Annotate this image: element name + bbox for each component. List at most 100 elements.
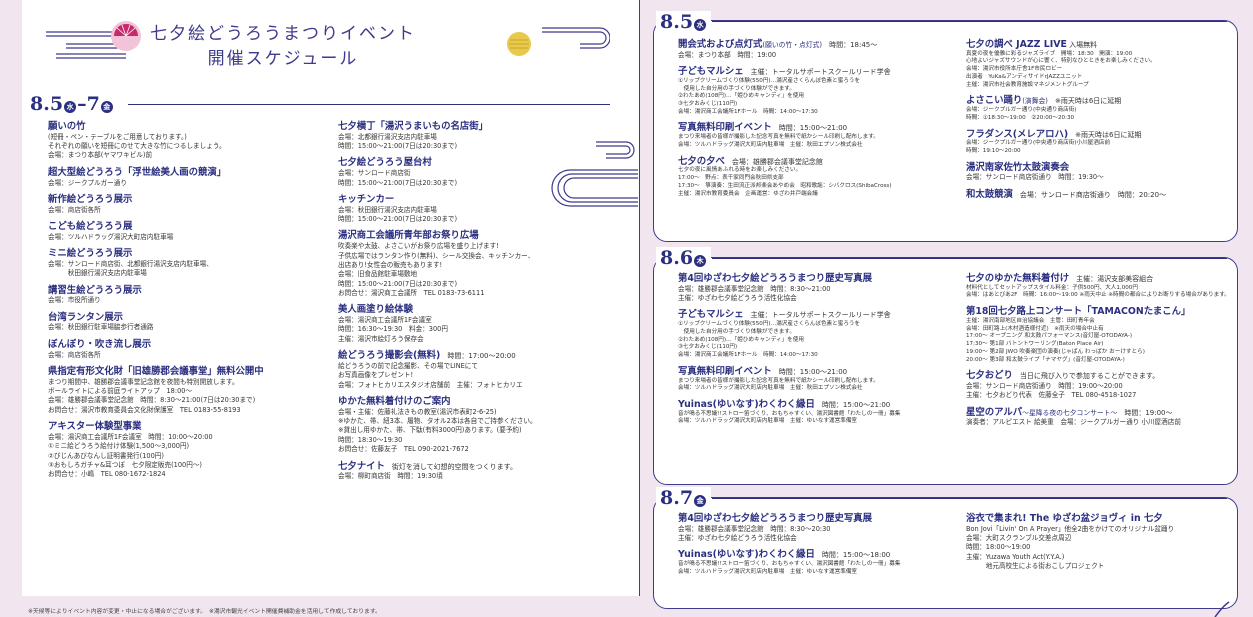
event-detail-line: 秋田銀行湯沢支店内駐車場 — [48, 269, 147, 278]
event-detail-line: 会場：ジークプルガー通り(中央通り商店街)小川屋酒店前 — [966, 140, 1111, 147]
event-detail-line: 会場：雄勝郡会議事堂記念館 時間：8:30〜21:00 — [678, 284, 831, 293]
event-title-text: 七夕おどり — [966, 370, 1013, 382]
event-detail-line: 使用した自分用の手づくり体験ができます。 — [678, 328, 795, 335]
event-title-text: 講習生絵どうろう展示 — [48, 284, 142, 296]
event-detail-line: 会場：旧食品館駐車場敷地 — [338, 270, 418, 279]
event-title-note: ※雨天時は6日に延期 — [1068, 130, 1142, 139]
event-detail-line: 17:00〜 野点：表千家同門会秋田県支部 — [678, 175, 784, 182]
divider — [712, 21, 1227, 22]
event-detail-line: 出演者 YuKa&アンディサイドrJAZZユニット — [966, 73, 1083, 80]
event-title: 七夕おどり 当日に飛び入りで参加することができます。 — [966, 370, 1231, 382]
event-title-text: ぼんぼり・吹き流し展示 — [48, 338, 152, 350]
event-title-text: 七夕の調べ JAZZ LIVE — [966, 39, 1067, 50]
event-item: 新作絵どうろう展示会場：商店街各所 — [48, 194, 328, 215]
event-title: 七夕絵どうろう屋台村 — [338, 157, 628, 169]
event-detail-line: 17:30〜 第1部 バトントワーリング(Baton Place Air) — [966, 341, 1104, 348]
event-detail-line: 主催：Yuzawa Youth Act(Y.Y.A.) — [966, 552, 1065, 561]
event-title-note: 入場無料 — [1066, 41, 1098, 49]
event-title: 七夕の調べ JAZZ LIVE 入場無料 — [966, 39, 1231, 51]
event-detail-line: それぞれの願いを短冊にのせて大きな竹につるしましょう。 — [48, 142, 226, 151]
event-title-text: 和太鼓競演 — [966, 188, 1013, 200]
event-item: 台湾ランタン展示会場：秋田銀行駐車場脇歩行者通路 — [48, 312, 328, 333]
event-item: 超大型絵どうろう「浮世絵美人画の競演」会場：ジークプルガー通り — [48, 167, 328, 188]
event-column: 第4回ゆざわ七夕絵どうろうまつり歴史写真展会場：雄勝郡会議事堂記念館 時間：8:… — [678, 513, 963, 583]
event-detail-line: 主催：湯沢市絵灯ろう保存会 — [338, 334, 424, 343]
event-detail-line: 主催：ゆざわ七夕絵どうろう活性化協会 — [678, 534, 797, 543]
weekday-badge: 金 — [100, 101, 113, 113]
event-title: 浴衣で集まれ! The ゆざわ盆ジョヴィ in 七夕 — [966, 513, 1231, 525]
event-column: 第4回ゆざわ七夕絵どうろうまつり歴史写真展会場：雄勝郡会議事堂記念館 時間：8:… — [678, 273, 963, 432]
event-title: 絵どうろう撮影会(無料) 時間：17:00〜20:00 — [338, 350, 628, 362]
event-title-text: 第4回ゆざわ七夕絵どうろうまつり歴史写真展 — [678, 273, 873, 284]
event-detail-line: 17:00〜 オープニング 和太鼓パフォーマンス(音灯屋-OTODAYA-) — [966, 333, 1133, 340]
event-detail-line: 会場：はあとびあ2F 時間：16:00〜19:00 ※雨天中止 ※時間の都合によ… — [966, 292, 1230, 299]
event-title: 美人画塗り絵体験 — [338, 304, 628, 316]
event-item: 湯沢商工会議所青年部お祭り広場吹奏楽や太鼓、よさこいがお祭り広場を盛り上げます!… — [338, 230, 628, 298]
event-detail-line: 会場：サンロード商店街 — [338, 169, 411, 178]
event-title: 第4回ゆざわ七夕絵どうろうまつり歴史写真展 — [678, 513, 963, 525]
event-title-note: 時間：17:00〜20:00 — [440, 352, 516, 361]
event-detail-line: 音が鳴る不思議!!ストロー笛づくり、おもちゃすくい、湯沢図書館「わたしの一冊」募… — [678, 561, 901, 568]
weekday-badge: 水 — [64, 101, 77, 113]
event-item: 第4回ゆざわ七夕絵どうろうまつり歴史写真展会場：雄勝郡会議事堂記念館 時間：8:… — [678, 513, 963, 543]
event-item: 開会式および点灯式(願いの竹・点灯式) 時間：18:45〜会場：まつり本部 時間… — [678, 39, 963, 60]
event-title: 和太鼓競演 会場：サンロード商店街通り 時間：20:20〜 — [966, 189, 1231, 201]
event-title: 七夕のゆかた無料着付け 主催：湯沢支部美容組合 — [966, 273, 1231, 285]
event-detail-line: 使用した自分用の手づくり体験ができます。 — [678, 85, 795, 92]
event-detail-line: ③おもしろガチャ&耳つぼ 七夕限定販売(100円〜) — [48, 460, 202, 469]
date-header-aug-6: 8.6 木 — [656, 247, 712, 269]
event-title-text: 七夕横丁「湯沢うまいもの名店街」 — [338, 121, 489, 132]
event-item: 七夕のゆかた無料着付け 主催：湯沢支部美容組合材料代としてセットアップスタイル料… — [966, 273, 1231, 300]
footnote: ※天候等によりイベント内容が変更・中止になる場合がございます。 ※湯沢市観光イベ… — [28, 609, 381, 615]
event-title-note: ※雨天時は6日に延期 — [1047, 97, 1122, 106]
event-item: 星空のアルパ〜星降る夜の七夕コンサート〜 時間：19:00〜演奏者：アルピエスト… — [966, 407, 1231, 428]
event-detail-line: Bon Jovi「Livin' On A Prayer」他全2曲をかけてのオリジ… — [966, 524, 1175, 533]
event-title-text: 新作絵どうろう展示 — [48, 193, 133, 205]
event-detail-line: 会場：柳町商店街 時間：19:30頃 — [338, 472, 443, 481]
event-title: 第18回七夕路上コンサート「TAMACONたまこん」 — [966, 306, 1231, 318]
panel-aug-5-7 — [22, 0, 640, 596]
event-detail-line: 会場：サンロード商店街、北都銀行湯沢支店内駐車場、 — [48, 259, 213, 268]
event-title: Yuinas(ゆいなす)わくわく縁日 時間：15:00〜18:00 — [678, 549, 963, 561]
event-title-note: 時間：15:00〜21:00 — [771, 124, 848, 133]
event-title: 七夕の夕べ 会場：雄勝郡会議事堂記念館 — [678, 156, 963, 168]
event-title: 子どもマルシェ 主催：トータルサポートスクールリード学舎 — [678, 66, 963, 78]
event-title: キッチンカー — [338, 194, 628, 206]
event-detail-line: 会場・主催：佐藤礼法きもの教室(湯沢市表町2-6-25) — [338, 407, 497, 416]
event-detail-line: 19:00〜 第2部 JWO 吹奏楽団の演奏(じゃぱん わっぱか おーけすとら) — [966, 348, 1145, 355]
event-detail-line: 主催：ゆざわ七夕絵どうろう活性化協会 — [678, 294, 797, 303]
event-title: フラダンス(メレアロハ) ※雨天時は6日に延期 — [966, 129, 1231, 141]
event-item: フラダンス(メレアロハ) ※雨天時は6日に延期会場：ジークプルガー通り(中央通り… — [966, 129, 1231, 156]
event-title-text: 第4回ゆざわ七夕絵どうろうまつり歴史写真展 — [678, 513, 873, 524]
event-title-text: 浴衣で集まれ! The ゆざわ盆ジョヴィ in 七夕 — [966, 513, 1163, 524]
event-detail-line: ボールライトによる前庭ライトアップ 18:00〜 — [48, 387, 193, 396]
event-title-note: 主催：トータルサポートスクールリード学舎 — [743, 311, 891, 320]
event-title: よさこい踊り(演舞会) ※雨天時は6日に延期 — [966, 95, 1231, 107]
event-detail-line: 時間：19:10〜20:00 — [966, 148, 1021, 154]
event-item: 和太鼓競演 会場：サンロード商店街通り 時間：20:20〜 — [966, 189, 1231, 201]
event-title-text: 七夕絵どうろう屋台村 — [338, 157, 432, 169]
event-title: 七夕横丁「湯沢うまいもの名店街」 — [338, 121, 628, 133]
weekday-badge: 水 — [694, 19, 707, 31]
event-detail-line: ③七夕おみくじ(110円) — [678, 101, 738, 108]
event-detail-line: 時間：18:00〜19:00 — [966, 543, 1031, 552]
date-text: 7 — [86, 93, 100, 115]
event-title: アキスター体験型事業 — [48, 421, 328, 433]
event-item: こども絵どうろう展会場：ツルハドラッグ湯沢大町店内駐車場 — [48, 221, 328, 242]
event-item: 第4回ゆざわ七夕絵どうろうまつり歴史写真展会場：雄勝郡会議事堂記念館 時間：8:… — [678, 273, 963, 303]
event-column: 開会式および点灯式(願いの竹・点灯式) 時間：18:45〜会場：まつり本部 時間… — [678, 39, 963, 204]
event-title-note: 当日に飛び入りで参加することができます。 — [1012, 372, 1160, 381]
event-title-note: 時間：15:00〜21:00 — [814, 401, 891, 409]
event-detail-line: 会場：湯沢市役所本庁舎1F市民ロビー — [966, 66, 1063, 73]
event-detail-line: 出店あり!女性会の販売もあります! — [338, 260, 443, 269]
event-title-note: 主催：湯沢支部美容組合 — [1069, 275, 1154, 283]
date-text: 8.7 — [660, 487, 694, 509]
event-title-text: 台湾ランタン展示 — [48, 311, 124, 323]
title-line-1: 七夕絵どうろうまつりイベント — [150, 24, 416, 44]
event-detail-line: 会場：湯沢商工会議所1Fホール 時間：14:00〜17:30 — [678, 108, 818, 115]
panel-aug-7 — [653, 497, 1238, 609]
event-detail-line: 真夏の夜を優雅に彩るジャズライブ 開場：18:30 開演：19:00 — [966, 50, 1133, 57]
event-detail-line: 会場：湯沢商工会議所1Fホール 時間：14:00〜17:30 — [678, 352, 818, 359]
event-detail-line: 会場：北都銀行湯沢支店内駐車場 — [338, 132, 437, 141]
